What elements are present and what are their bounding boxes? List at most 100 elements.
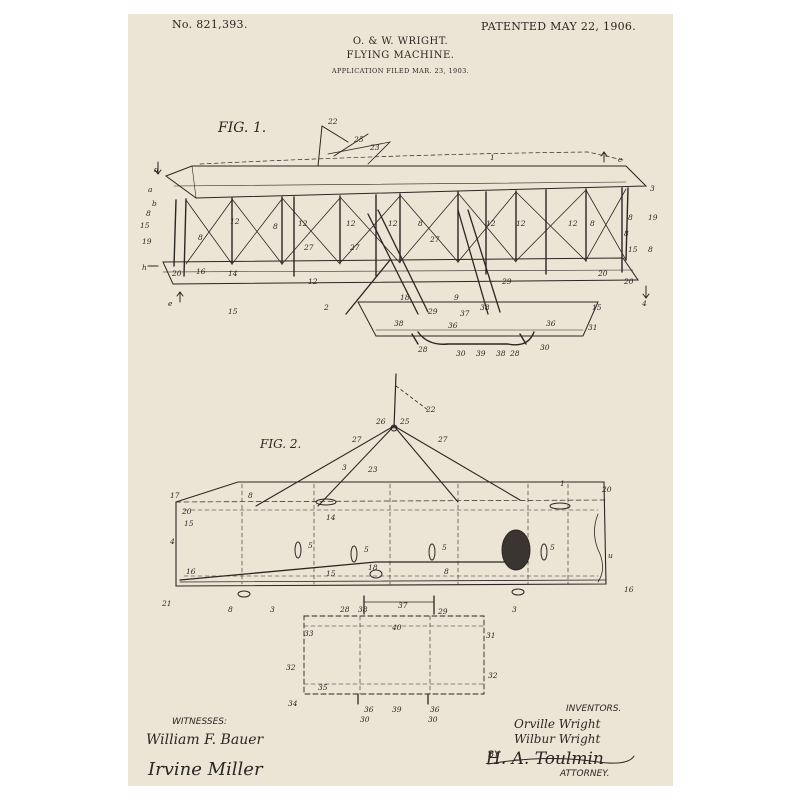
svg-text:28: 28 [417, 345, 428, 354]
svg-text:8: 8 [273, 222, 278, 231]
svg-text:36: 36 [546, 319, 556, 328]
svg-text:29: 29 [437, 607, 448, 616]
svg-text:33: 33 [304, 629, 314, 638]
svg-text:b: b [152, 199, 157, 208]
svg-text:1: 1 [560, 479, 565, 488]
attorney-signature: H. A. Toulmin [486, 749, 604, 769]
svg-text:8: 8 [444, 567, 449, 576]
svg-text:15: 15 [184, 519, 194, 528]
svg-text:16: 16 [624, 585, 634, 594]
svg-text:16: 16 [186, 567, 196, 576]
svg-text:16: 16 [196, 267, 206, 276]
svg-text:17: 17 [170, 491, 180, 500]
patent-date: PATENTED MAY 22, 1906. [481, 20, 637, 33]
svg-text:29: 29 [501, 277, 512, 286]
patent-sheet: No. 821,393. PATENTED MAY 22, 1906. O. &… [128, 14, 673, 786]
witness-signature-2: Irvine Miller [148, 759, 263, 780]
svg-text:8: 8 [228, 605, 233, 614]
svg-text:12: 12 [308, 277, 318, 286]
svg-text:3: 3 [650, 184, 655, 193]
svg-text:38: 38 [394, 319, 404, 328]
svg-text:12: 12 [516, 219, 526, 228]
svg-text:8: 8 [198, 233, 203, 242]
svg-text:34: 34 [288, 699, 298, 708]
svg-text:36: 36 [364, 705, 374, 714]
svg-text:36: 36 [448, 321, 458, 330]
svg-text:31: 31 [588, 323, 598, 332]
svg-text:15: 15 [140, 221, 150, 230]
svg-text:c: c [618, 155, 623, 164]
svg-text:9: 9 [454, 293, 459, 302]
svg-text:21: 21 [161, 599, 172, 608]
svg-text:22: 22 [425, 405, 436, 414]
svg-text:15: 15 [228, 307, 238, 316]
svg-text:27: 27 [303, 243, 314, 252]
svg-text:29: 29 [427, 307, 438, 316]
svg-text:12: 12 [568, 219, 578, 228]
svg-text:d: d [154, 165, 159, 174]
svg-text:39: 39 [392, 705, 402, 714]
svg-text:14: 14 [228, 269, 238, 278]
svg-text:27: 27 [437, 435, 448, 444]
svg-text:8: 8 [628, 213, 633, 222]
svg-text:3: 3 [512, 605, 517, 614]
svg-text:12: 12 [298, 219, 308, 228]
svg-text:12: 12 [486, 219, 496, 228]
inventor-signature-1: Orville Wright [514, 717, 601, 731]
svg-text:30: 30 [540, 343, 550, 352]
svg-text:36: 36 [430, 705, 440, 714]
svg-text:38: 38 [496, 349, 506, 358]
svg-text:23: 23 [367, 465, 378, 474]
fig2-plan-view-drawing [175, 373, 607, 705]
svg-text:12: 12 [388, 219, 398, 228]
attorney-label: ATTORNEY. [560, 769, 610, 779]
svg-text:31: 31 [486, 631, 496, 640]
witness-signature-1: William F. Bauer [146, 732, 264, 748]
svg-text:2: 2 [323, 303, 329, 312]
svg-text:12: 12 [346, 219, 356, 228]
svg-text:4: 4 [169, 537, 175, 546]
svg-text:39: 39 [476, 349, 486, 358]
svg-text:28: 28 [509, 349, 520, 358]
svg-text:18: 18 [400, 293, 410, 302]
svg-text:e: e [168, 299, 173, 308]
invention-title: FLYING MACHINE. [346, 50, 455, 61]
svg-text:30: 30 [360, 715, 370, 724]
svg-text:20: 20 [171, 269, 182, 278]
patent-number: No. 821,393. [172, 18, 248, 31]
svg-text:3: 3 [270, 605, 275, 614]
svg-text:30: 30 [456, 349, 466, 358]
svg-text:32: 32 [488, 671, 498, 680]
svg-text:28: 28 [339, 605, 350, 614]
inventor-signature-2: Wilbur Wright [514, 732, 601, 746]
svg-text:5: 5 [550, 543, 555, 552]
svg-text:15: 15 [592, 303, 602, 312]
svg-text:5: 5 [364, 545, 369, 554]
svg-text:38: 38 [358, 605, 368, 614]
svg-text:19: 19 [142, 237, 152, 246]
svg-text:20: 20 [181, 507, 192, 516]
svg-text:a: a [148, 185, 152, 194]
svg-text:8: 8 [590, 219, 595, 228]
svg-text:15: 15 [628, 245, 638, 254]
svg-text:8: 8 [648, 245, 653, 254]
svg-text:27: 27 [429, 235, 440, 244]
svg-text:20: 20 [597, 269, 608, 278]
svg-text:35: 35 [318, 683, 328, 692]
fig2-label: FIG. 2. [260, 437, 302, 451]
attorney-signature-flourish [487, 755, 635, 765]
svg-text:20: 20 [623, 277, 634, 286]
svg-text:37: 37 [398, 601, 408, 610]
svg-text:5: 5 [308, 541, 313, 550]
svg-text:8: 8 [624, 229, 629, 238]
fig1-biplane-drawing [147, 125, 650, 346]
svg-text:30: 30 [428, 715, 438, 724]
svg-text:4: 4 [641, 299, 647, 308]
svg-text:18: 18 [368, 563, 378, 572]
inventors-label: INVENTORS. [566, 704, 622, 714]
svg-text:19: 19 [648, 213, 658, 222]
svg-text:h: h [142, 263, 147, 272]
